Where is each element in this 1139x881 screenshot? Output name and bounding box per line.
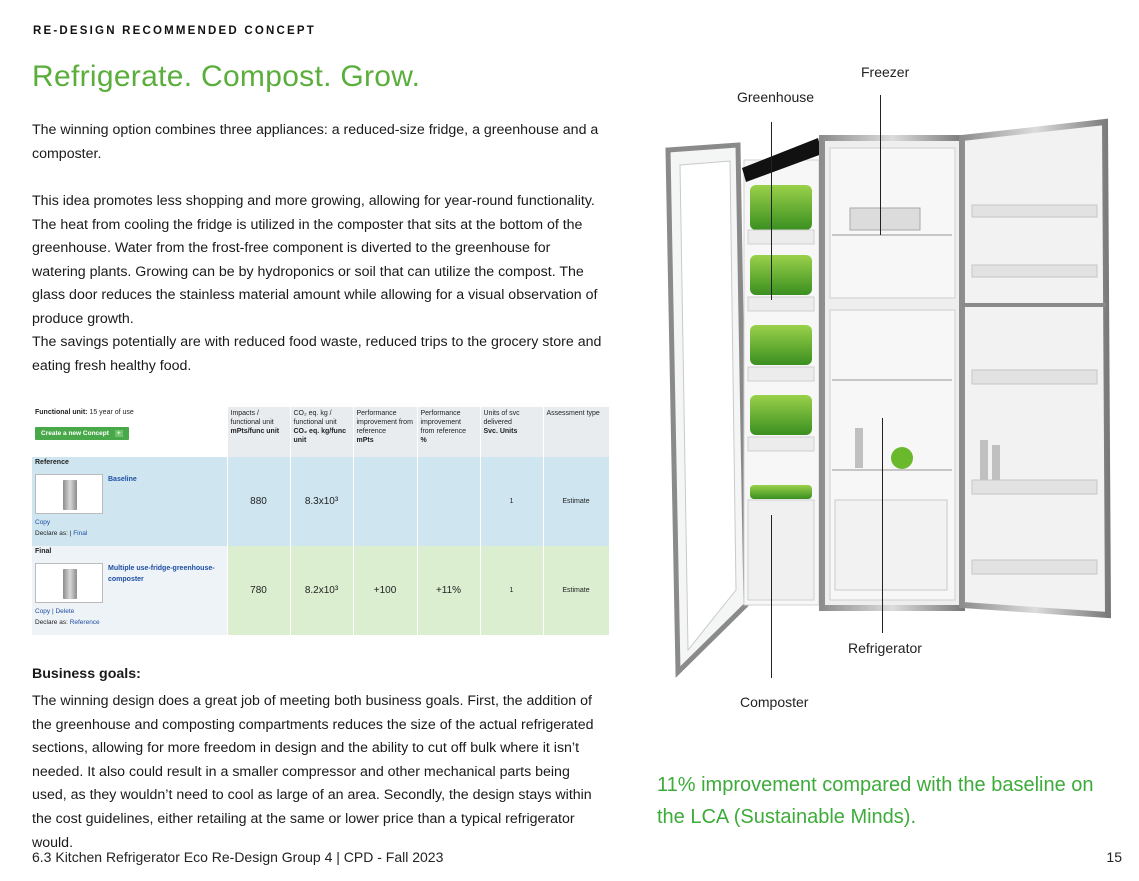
fridge-greenhouse-composter-illustration (665, 118, 1112, 678)
freezer-leader-line (880, 95, 882, 235)
perf-pct-value: +11% (417, 546, 481, 635)
business-goals-paragraph: The winning design does a great job of m… (32, 693, 594, 851)
plus-icon: + (114, 430, 123, 437)
composter-label: Composter (740, 694, 809, 710)
greenhouse-leader-line (771, 122, 773, 300)
header-line1: Impacts / functional unit (230, 410, 274, 426)
composter-leader-line (771, 515, 773, 678)
section-eyebrow: RE-DESIGN RECOMMENDED CONCEPT (33, 25, 316, 37)
header-line1: Performance improvement from reference (420, 410, 467, 435)
section-label: Final (35, 548, 52, 555)
impacts-value: 880 (227, 457, 291, 546)
business-goals-heading: Business goals: (32, 666, 141, 682)
greenhouse-plants (747, 185, 815, 601)
refrigerator-thumbnail (35, 474, 103, 514)
header-line1: Assessment type (546, 410, 600, 417)
concept-cell: Reference Baseline Copy Declare as: | Fi… (32, 457, 228, 546)
section-label: Reference (35, 459, 69, 466)
create-concept-button[interactable]: Create a new Concept + (35, 427, 129, 440)
table-row-reference: Reference Baseline Copy Declare as: | Fi… (32, 457, 610, 546)
perf-mpts-value: +100 (353, 546, 418, 635)
header-line2: % (420, 437, 427, 444)
intro-paragraph: The winning option combines three applia… (32, 122, 599, 162)
declare-reference-link[interactable]: Reference (69, 619, 100, 626)
header-impacts: Impacts / functional unit mPts/func unit (227, 407, 291, 457)
header-line2: Svc. Units (483, 428, 518, 435)
lca-result-statement: 11% improvement compared with the baseli… (657, 774, 1094, 828)
header-perf-pct: Performance improvement from reference% (417, 407, 481, 457)
freezer-label: Freezer (861, 64, 910, 80)
header-perf-mpts: Performance improvement from reference mP… (353, 407, 418, 457)
header-line2: mPts/func unit (230, 428, 280, 435)
page-footer: 6.3 Kitchen Refrigerator Eco Re-Design G… (32, 849, 444, 865)
units-value: 1 (480, 457, 544, 546)
functional-unit-label: Functional unit: (35, 409, 88, 416)
co2-value: 8.2x10³ (290, 546, 354, 635)
concept-link-final[interactable]: Multiple use-fridge-greenhouse-composter (108, 565, 215, 583)
perf-pct-value (417, 457, 481, 546)
concept-cell: Final Multiple use-fridge-greenhouse-com… (32, 546, 228, 635)
header-assessment: Assessment type (543, 407, 610, 457)
concept-actions: Copy Declare as: | Final (35, 517, 87, 539)
header-line2: CO₂ eq. kg/func unit (293, 428, 347, 444)
idea-paragraph: This idea promotes less shopping and mor… (32, 193, 598, 327)
lca-comparison-table: Functional unit: 15 year of use Create a… (32, 407, 610, 635)
page-title: Refrigerate. Compost. Grow. (32, 60, 421, 93)
header-line1: CO₂ eq. kg / functional unit (293, 410, 337, 426)
table-row-final: Final Multiple use-fridge-greenhouse-com… (32, 546, 610, 635)
declare-label: Declare as: (35, 619, 68, 626)
functional-unit-cell: Functional unit: 15 year of use Create a… (32, 407, 228, 457)
refrigerator-leader-line (882, 418, 884, 633)
declare-label: Declare as: | (35, 530, 72, 537)
greenhouse-label: Greenhouse (737, 89, 815, 105)
concept-actions: Copy | Delete Declare as: Reference (35, 606, 100, 628)
copy-link[interactable]: Copy (35, 519, 51, 526)
units-value: 1 (480, 546, 544, 635)
perf-mpts-value (353, 457, 418, 546)
savings-paragraph: The savings potentially are with reduced… (32, 334, 602, 374)
assessment-value: Estimate (543, 546, 610, 635)
assessment-value: Estimate (543, 457, 610, 546)
page-number: 15 (1106, 849, 1122, 865)
header-line1: Performance improvement from reference (356, 410, 413, 435)
functional-unit-value: 15 year of use (89, 409, 134, 416)
concept-link-baseline[interactable]: Baseline (108, 476, 137, 483)
declare-final-link[interactable]: Final (73, 530, 88, 537)
header-line1: Units of svc delivered (483, 410, 520, 426)
header-line2: mPts (356, 437, 374, 444)
refrigerator-thumbnail (35, 563, 103, 603)
copy-delete-links[interactable]: Copy | Delete (35, 608, 75, 615)
co2-value: 8.3x10³ (290, 457, 354, 546)
create-concept-label: Create a new Concept (41, 430, 109, 437)
refrigerator-label: Refrigerator (848, 640, 922, 656)
impacts-value: 780 (227, 546, 291, 635)
